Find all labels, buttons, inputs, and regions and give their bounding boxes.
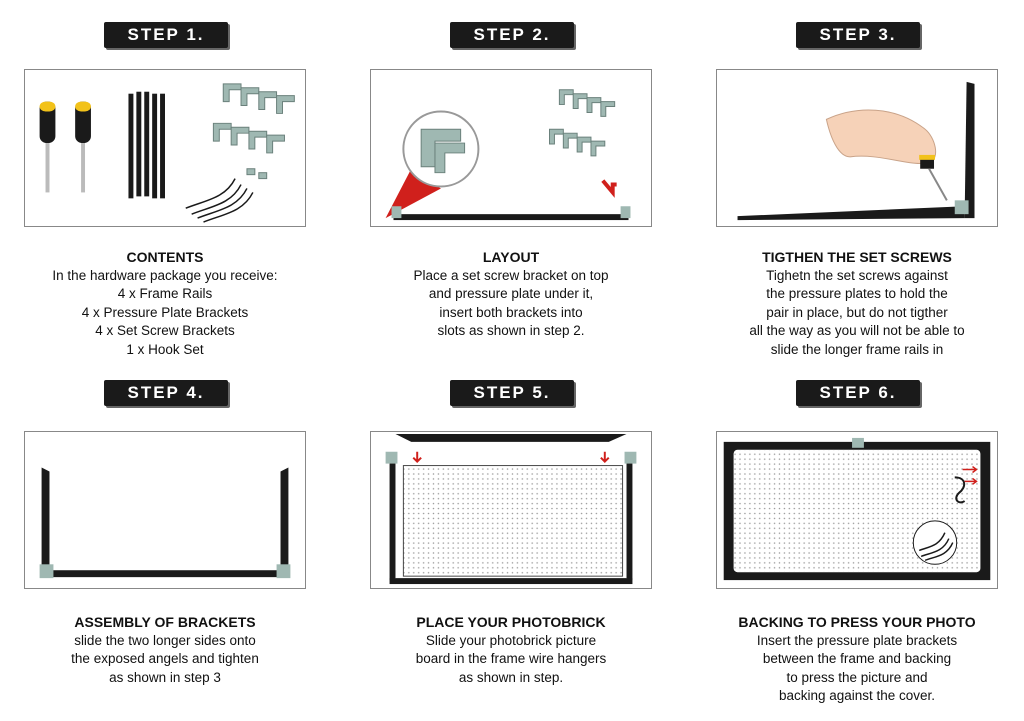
caption-line: Insert the pressure plate brackets <box>756 632 958 648</box>
step-6-title: BACKING TO PRESS YOUR PHOTO <box>738 614 976 630</box>
caption-line: insert both brackets into <box>439 304 583 320</box>
caption-line: 1 x Hook Set <box>126 341 204 357</box>
step-3-caption: TIGTHEN THE SET SCREWS Tighetn the set s… <box>707 248 1007 360</box>
caption-line: to press the picture and <box>786 669 928 685</box>
step-3-illustration <box>716 69 998 227</box>
caption-line: 4 x Set Screw Brackets <box>95 323 235 339</box>
step-2-badge: STEP 2. <box>450 22 574 48</box>
caption-line: Slide your photobrick picture <box>425 632 597 648</box>
caption-line: as shown in step 3 <box>109 669 221 685</box>
step-4-caption: ASSEMBLY OF BRACKETS slide the two longe… <box>15 613 315 687</box>
step-5-caption: PLACE YOUR PHOTOBRICK Slide your photobr… <box>361 613 661 687</box>
screwdriver-icon <box>75 101 91 193</box>
caption-line: Place a set screw bracket on top <box>413 267 609 283</box>
step-1-badge: STEP 1. <box>104 22 228 48</box>
step-1-title: CONTENTS <box>126 249 204 265</box>
caption-line: slots as shown in step 2. <box>437 323 585 339</box>
caption-line: slide the two longer sides onto <box>74 632 256 648</box>
caption-line: In the hardware package you receive: <box>52 267 278 283</box>
brackets-icon <box>212 83 295 180</box>
hook-set-icon <box>185 178 254 223</box>
caption-line: pair in place, but do not tigther <box>766 304 948 320</box>
step-4-title: ASSEMBLY OF BRACKETS <box>74 614 256 630</box>
caption-line: between the frame and backing <box>762 651 952 667</box>
step-6-illustration <box>716 431 998 589</box>
caption-line: board in the frame wire hangers <box>415 651 607 667</box>
step-1-illustration <box>24 69 306 227</box>
step-6-caption: BACKING TO PRESS YOUR PHOTO Insert the p… <box>707 613 1007 706</box>
step-2-caption: LAYOUT Place a set screw bracket on top … <box>361 248 661 341</box>
step-6-badge: STEP 6. <box>796 380 920 406</box>
caption-line: and pressure plate under it, <box>428 286 594 302</box>
step-3-badge: STEP 3. <box>796 22 920 48</box>
step-2-illustration <box>370 69 652 227</box>
caption-line: slide the longer frame rails in <box>770 341 944 357</box>
step-5-badge: STEP 5. <box>450 380 574 406</box>
step-5-illustration <box>370 431 652 589</box>
screwdriver-icon <box>39 101 56 193</box>
caption-line: 4 x Frame Rails <box>117 286 213 302</box>
step-5-title: PLACE YOUR PHOTOBRICK <box>416 614 606 630</box>
step-4-illustration <box>24 431 306 589</box>
caption-line: Tighetn the set screws against <box>766 267 948 283</box>
caption-line: the exposed angels and tighten <box>71 651 259 667</box>
caption-line: all the way as you will not be able to <box>749 323 965 339</box>
step-3-title: TIGTHEN THE SET SCREWS <box>762 249 952 265</box>
caption-line: as shown in step. <box>458 669 564 685</box>
caption-line: 4 x Pressure Plate Brackets <box>81 304 249 320</box>
caption-line: backing against the cover. <box>778 688 936 704</box>
step-1-caption: CONTENTS In the hardware package you rec… <box>15 248 315 360</box>
step-2-title: LAYOUT <box>482 249 540 265</box>
frame-rails-icon <box>128 91 165 199</box>
step-4-badge: STEP 4. <box>104 380 228 406</box>
caption-line: the pressure plates to hold the <box>766 286 948 302</box>
